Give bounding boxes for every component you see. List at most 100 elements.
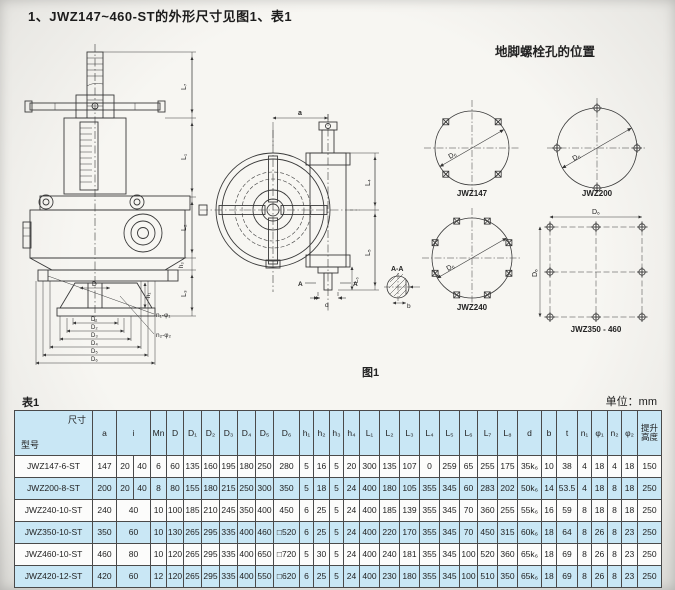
- column-header: n₁: [577, 410, 593, 456]
- value-cell: 185: [379, 499, 401, 522]
- model-cell: JWZ147-6-ST: [14, 455, 93, 478]
- value-cell: 23: [621, 521, 639, 544]
- value-cell: 350: [273, 477, 301, 500]
- value-cell: 460: [92, 543, 117, 566]
- model-cell: JWZ460-10-ST: [14, 543, 93, 566]
- value-cell: 120: [166, 543, 185, 566]
- value-cell: 400: [359, 521, 381, 544]
- value-cell: 135: [379, 455, 401, 478]
- value-cell: 18: [621, 455, 639, 478]
- value-cell: 5: [329, 521, 345, 544]
- section-aa-detail: A-A b: [384, 266, 420, 310]
- value-cell: 460: [255, 521, 275, 544]
- column-header: φ₁: [591, 410, 609, 456]
- value-cell: 65k₆: [517, 543, 543, 566]
- value-cell: 25: [313, 521, 331, 544]
- value-cell: 300: [359, 455, 381, 478]
- corner-label-size: 尺寸: [67, 415, 86, 425]
- value-cell: 38: [556, 455, 579, 478]
- value-cell: 400: [237, 565, 257, 588]
- value-cell: 450: [477, 521, 499, 544]
- value-cell: 295: [201, 543, 221, 566]
- value-cell: 100: [459, 543, 479, 566]
- anchor-dim-jwz350-v: D₆: [532, 269, 539, 277]
- column-header: h₃: [329, 410, 345, 456]
- model-cell: JWZ240-10-ST: [14, 499, 93, 522]
- corner-label-model: 型号: [21, 439, 40, 450]
- value-cell: 8: [577, 543, 593, 566]
- column-header: L₆: [459, 410, 479, 456]
- value-cell: 6: [299, 521, 315, 544]
- value-cell: 250: [637, 543, 663, 566]
- value-cell: 12: [150, 565, 168, 588]
- value-cell: 50k₆: [517, 477, 543, 500]
- value-cell: 5: [299, 543, 315, 566]
- value-cell: 59: [556, 499, 579, 522]
- anchor-diagram-jwz147: D₆ JWZ147: [424, 100, 520, 198]
- anchor-dim-jwz350-h: D₆: [592, 209, 600, 216]
- column-header: L₄: [419, 410, 441, 456]
- value-cell: 250: [637, 477, 663, 500]
- value-cell: 180: [399, 565, 421, 588]
- column-header: Mn: [150, 410, 168, 456]
- value-cell: 18: [541, 543, 558, 566]
- value-cell: 8: [577, 565, 593, 588]
- value-cell: 360: [477, 499, 499, 522]
- value-cell: 130: [166, 521, 185, 544]
- value-cell: 400: [255, 499, 275, 522]
- value-cell: □620: [273, 565, 301, 588]
- value-cell: 70: [459, 499, 479, 522]
- value-cell: □720: [273, 543, 301, 566]
- value-cell: 18: [591, 455, 609, 478]
- column-header: L₂: [379, 410, 401, 456]
- dim-label-D3: D₃: [91, 333, 98, 339]
- value-cell: 6: [299, 565, 315, 588]
- column-header: h₂: [313, 410, 331, 456]
- value-cell: 26: [591, 543, 609, 566]
- value-cell: 60: [166, 455, 185, 478]
- value-cell: 259: [439, 455, 461, 478]
- value-cell: 200: [92, 477, 117, 500]
- value-cell: 40: [115, 499, 152, 522]
- value-cell: 355: [419, 565, 441, 588]
- value-cell: 300: [255, 477, 275, 500]
- section-title: A-A: [391, 266, 403, 273]
- dim-label-L2: L₂: [181, 224, 188, 231]
- value-cell: 350: [497, 565, 519, 588]
- value-cell: 70: [459, 521, 479, 544]
- value-cell: 23: [621, 543, 639, 566]
- column-header: t: [556, 410, 579, 456]
- value-cell: 550: [255, 565, 275, 588]
- value-cell: 18: [621, 499, 639, 522]
- value-cell: 265: [183, 543, 203, 566]
- column-header: h₁: [299, 410, 315, 456]
- column-header: a: [92, 410, 117, 456]
- value-cell: 265: [183, 521, 203, 544]
- value-cell: 40: [132, 455, 152, 478]
- column-header: L₃: [399, 410, 421, 456]
- value-cell: 24: [343, 543, 361, 566]
- dim-label-a: a: [298, 110, 302, 117]
- value-cell: 65: [459, 455, 479, 478]
- value-cell: 420: [92, 565, 117, 588]
- value-cell: 5: [329, 477, 345, 500]
- value-cell: 345: [439, 499, 461, 522]
- anchor-diagram-jwz200: D₆ JWZ200: [547, 98, 647, 198]
- value-cell: 80: [115, 543, 152, 566]
- column-header: L₈: [497, 410, 519, 456]
- value-cell: 345: [439, 521, 461, 544]
- value-cell: 181: [399, 543, 421, 566]
- anchor-caption-jwz240: JWZ240: [457, 303, 488, 312]
- value-cell: □520: [273, 521, 301, 544]
- column-header: D₄: [237, 410, 257, 456]
- value-cell: 24: [343, 499, 361, 522]
- value-cell: 250: [637, 565, 663, 588]
- value-cell: 30: [313, 543, 331, 566]
- value-cell: 135: [183, 455, 203, 478]
- column-header: L₇: [477, 410, 499, 456]
- callout-n2-phi2: n₂-φ₂: [156, 332, 172, 339]
- anchor-dim-jwz200: D₆: [572, 153, 582, 163]
